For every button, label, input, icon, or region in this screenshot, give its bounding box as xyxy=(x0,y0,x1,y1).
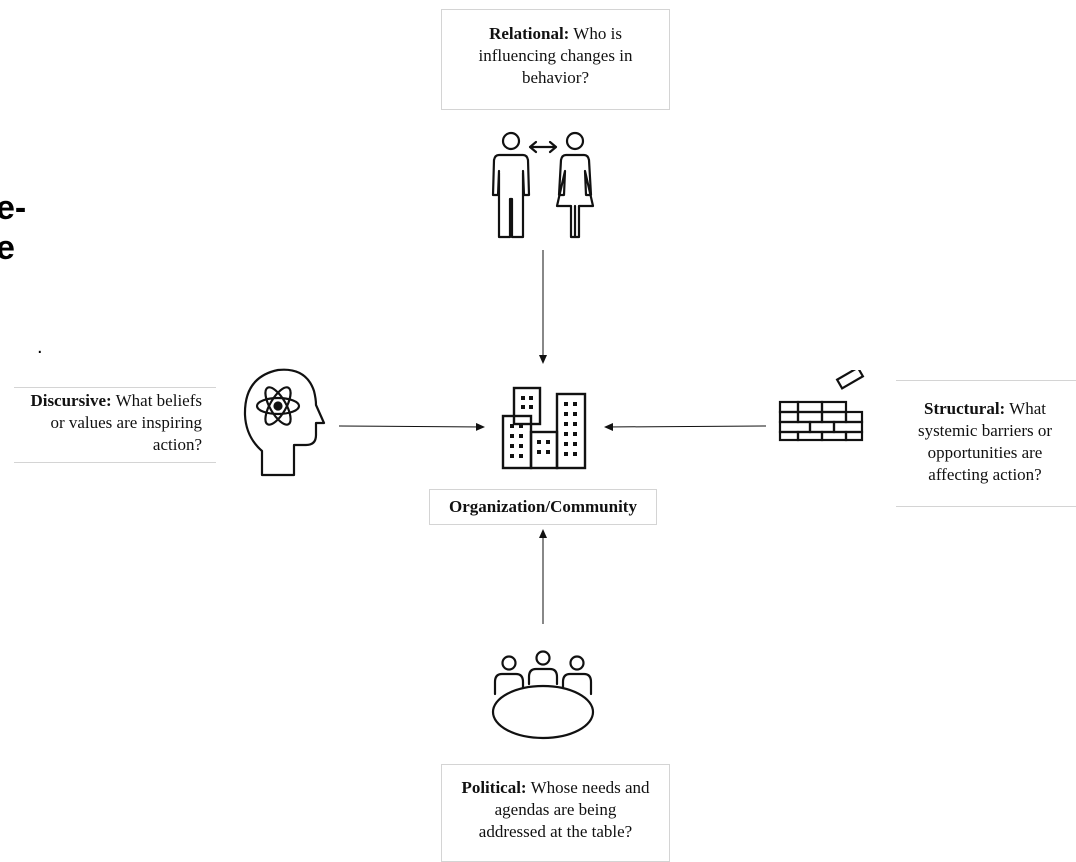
political-box: Political: Whose needs and agendas are b… xyxy=(441,764,670,862)
structural-box: Structural: What systemic barriers or op… xyxy=(896,380,1076,507)
structural-text: What systemic barriers or opportunities … xyxy=(917,399,1053,484)
relational-box: Relational: Who is influencing changes i… xyxy=(441,9,670,110)
discursive-box: Discursive: What beliefs or values are i… xyxy=(14,387,216,463)
relational-title: Relational: xyxy=(489,24,570,43)
head-atom-icon xyxy=(240,365,326,480)
meeting-table-icon xyxy=(490,650,596,740)
clipped-title-fragment: e- e xyxy=(0,188,26,268)
center-label: Organization/Community xyxy=(449,497,637,516)
arrow-discursive-to-center xyxy=(338,422,485,431)
discursive-title: Discursive: xyxy=(30,391,112,410)
arrow-structural-to-center xyxy=(604,422,767,431)
clipped-title-line-2: e xyxy=(0,229,15,267)
center-label-box: Organization/Community xyxy=(429,489,657,525)
political-title: Political: xyxy=(461,778,527,797)
brick-wall-icon xyxy=(778,370,868,442)
political-text: Whose needs and agendas are being addres… xyxy=(478,778,650,841)
structural-title: Structural: xyxy=(924,399,1006,418)
two-people-exchange-icon xyxy=(486,129,600,241)
clipped-title-line-1: e- xyxy=(0,189,27,227)
discursive-text: What beliefs or values are inspiring act… xyxy=(50,391,202,454)
relational-text: Who is influencing changes in behavior? xyxy=(478,24,633,87)
stray-dot: . xyxy=(37,336,43,358)
city-buildings-icon xyxy=(500,386,590,470)
